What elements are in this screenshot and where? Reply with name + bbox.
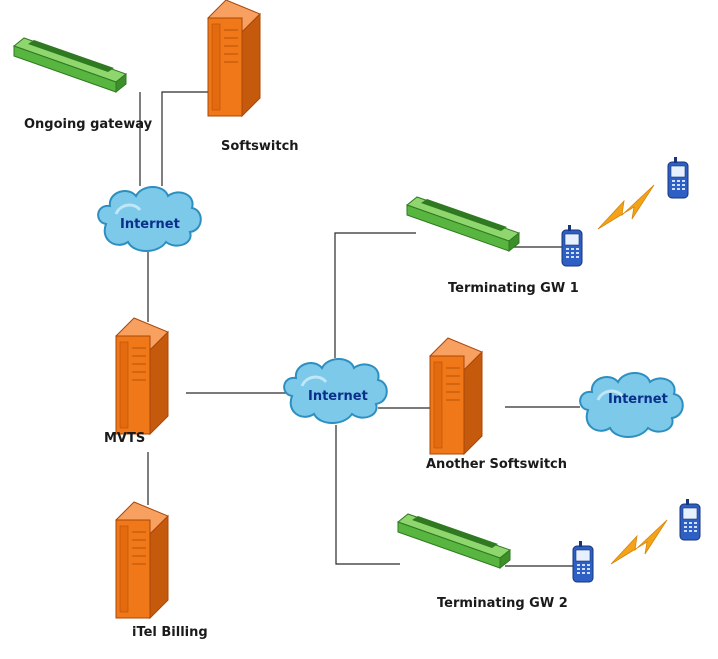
- ongoing-gateway-label: Ongoing gateway: [24, 117, 153, 132]
- internet-right-label: Internet: [608, 392, 668, 407]
- terminating-gw2-icon: [397, 513, 511, 569]
- internet-top-label: Internet: [120, 217, 180, 232]
- connections: [139, 91, 580, 567]
- lightning-gw1-icon: [597, 184, 655, 230]
- ongoing-gateway-icon: [13, 37, 127, 93]
- mobile-phone-gw2-icon: [572, 540, 594, 583]
- internet-center-label: Internet: [308, 389, 368, 404]
- another-softswitch-label: Another Softswitch: [426, 457, 567, 472]
- mvts-label: MVTS: [104, 431, 145, 446]
- mobile-phone-remote1-icon: [667, 156, 689, 199]
- lightning-gw2-icon: [610, 519, 668, 565]
- another-softswitch-server-icon: [429, 337, 483, 455]
- terminating-gw2-label: Terminating GW 2: [437, 596, 568, 611]
- terminating-gw1-icon: [406, 196, 520, 252]
- softswitch-server-icon: [207, 0, 261, 117]
- softswitch-label: Softswitch: [221, 139, 299, 154]
- terminating-gw1-label: Terminating GW 1: [448, 281, 579, 296]
- itel-billing-label: iTel Billing: [132, 625, 208, 640]
- mvts-server-icon: [115, 317, 169, 435]
- mobile-phone-gw1-icon: [561, 224, 583, 267]
- itel-billing-server-icon: [115, 501, 169, 619]
- mobile-phone-remote2-icon: [679, 498, 701, 541]
